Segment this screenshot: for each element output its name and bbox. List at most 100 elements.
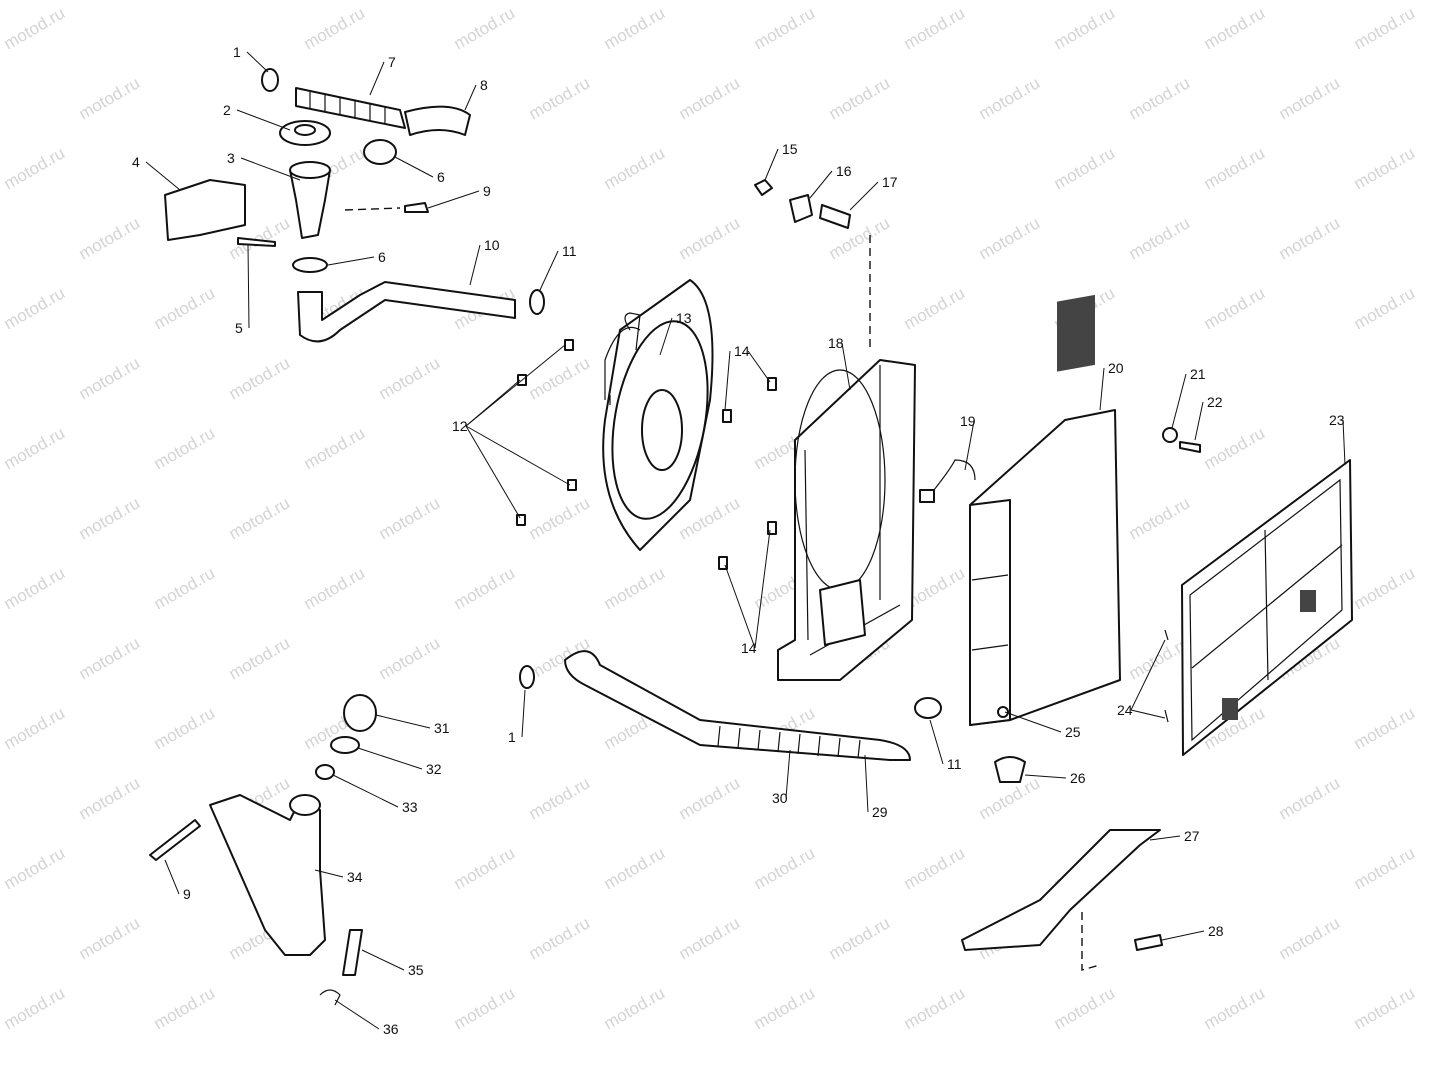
hose-clamp-6b bbox=[292, 257, 328, 273]
leader-line bbox=[334, 999, 380, 1030]
callout-number: 6 bbox=[378, 249, 386, 265]
callout-number: 32 bbox=[426, 761, 442, 777]
screw-9 bbox=[404, 202, 429, 213]
hose-clamp-6 bbox=[363, 139, 397, 165]
leader-line bbox=[164, 859, 180, 895]
radiator-20 bbox=[969, 294, 1121, 726]
leader-line bbox=[464, 84, 477, 111]
leader-line bbox=[809, 170, 833, 199]
leader-lines bbox=[145, 51, 1346, 1030]
sensor-connector bbox=[919, 489, 935, 503]
callout-number: 9 bbox=[483, 183, 491, 199]
seal-32 bbox=[330, 736, 360, 754]
screw-5 bbox=[237, 237, 276, 247]
dashed-line bbox=[344, 207, 401, 211]
callout-number: 29 bbox=[872, 804, 888, 820]
callout-number: 35 bbox=[408, 962, 424, 978]
clips-14 bbox=[718, 377, 777, 570]
leader-line bbox=[465, 425, 571, 486]
leader-line bbox=[375, 714, 431, 729]
callout-number: 3 bbox=[227, 150, 235, 166]
leader-line bbox=[1342, 419, 1346, 466]
fan-shroud-18 bbox=[777, 359, 916, 681]
leader-line bbox=[521, 689, 526, 738]
leader-line bbox=[465, 425, 521, 519]
filler-neck-3 bbox=[289, 169, 331, 239]
callout-number: 9 bbox=[183, 886, 191, 902]
leader-line bbox=[357, 747, 423, 770]
leader-line bbox=[469, 244, 481, 286]
callout-number: 14 bbox=[734, 343, 750, 359]
callout-number: 18 bbox=[828, 335, 844, 351]
callout-number: 22 bbox=[1207, 394, 1223, 410]
leader-line bbox=[849, 181, 879, 211]
callout-number: 15 bbox=[782, 141, 798, 157]
leader-line bbox=[1099, 367, 1105, 411]
callout-number: 33 bbox=[402, 799, 418, 815]
leader-line bbox=[240, 157, 301, 181]
callout-number: 4 bbox=[132, 154, 140, 170]
leader-line bbox=[841, 342, 851, 391]
mount-bracket-27 bbox=[961, 829, 1161, 951]
leader-line bbox=[764, 148, 779, 181]
nut-15 bbox=[754, 179, 773, 196]
leader-line bbox=[361, 949, 405, 971]
leader-line bbox=[747, 350, 771, 383]
leader-line bbox=[539, 250, 559, 291]
fasteners-12 bbox=[516, 339, 577, 526]
leader-line bbox=[1194, 401, 1204, 441]
leader-line bbox=[964, 420, 975, 471]
callout-number: 28 bbox=[1208, 923, 1224, 939]
nut-21 bbox=[1162, 427, 1178, 443]
leader-line bbox=[394, 156, 434, 178]
filler-neck-top bbox=[289, 161, 331, 179]
callout-number: 11 bbox=[562, 243, 577, 259]
leader-line bbox=[1171, 373, 1187, 429]
clip-36 bbox=[319, 989, 341, 1006]
callout-number: 2 bbox=[223, 102, 231, 118]
hose-clamp-11b bbox=[914, 697, 942, 719]
callout-number: 25 bbox=[1065, 724, 1081, 740]
callout-number: 1 bbox=[508, 729, 516, 745]
leader-line bbox=[929, 719, 944, 765]
hose-clamp-1 bbox=[261, 68, 279, 92]
bracket-4 bbox=[164, 179, 246, 241]
screw-28 bbox=[1134, 934, 1163, 951]
dashed-line bbox=[1081, 912, 1101, 971]
leader-line bbox=[332, 774, 399, 808]
sensor-wire-19 bbox=[929, 459, 976, 496]
callout-number: 20 bbox=[1108, 360, 1124, 376]
coolant-hose-10 bbox=[297, 281, 516, 343]
hose-clamp-11 bbox=[529, 289, 545, 315]
leader-line bbox=[1130, 709, 1166, 719]
callout-number: 5 bbox=[235, 320, 243, 336]
leader-line bbox=[314, 869, 344, 878]
callout-number: 17 bbox=[882, 174, 898, 190]
leader-line bbox=[236, 109, 291, 131]
leader-line bbox=[659, 317, 673, 356]
leader-line bbox=[864, 754, 869, 813]
callout-number: 14 bbox=[741, 640, 757, 656]
hose-ribs-30 bbox=[717, 725, 861, 759]
callout-number: 8 bbox=[480, 77, 488, 93]
cap-center bbox=[294, 124, 316, 136]
leader-line bbox=[465, 379, 521, 427]
callout-number: 6 bbox=[437, 169, 445, 185]
leader-line bbox=[247, 244, 250, 329]
parts bbox=[149, 68, 1353, 1006]
leader-line bbox=[246, 51, 269, 73]
elbow-hose-8 bbox=[404, 105, 471, 136]
grommet-16 bbox=[789, 194, 813, 223]
screw-22 bbox=[1179, 441, 1201, 453]
callout-number: 26 bbox=[1070, 770, 1086, 786]
overflow-tube-35 bbox=[342, 929, 363, 976]
leader-line bbox=[1161, 930, 1205, 941]
radiator-screen-23 bbox=[1181, 459, 1353, 756]
callout-number: 24 bbox=[1117, 702, 1133, 718]
reservoir-neck bbox=[289, 794, 321, 816]
clips-24 bbox=[1164, 629, 1169, 723]
callout-number: 12 bbox=[452, 418, 468, 434]
leader-line bbox=[724, 350, 731, 411]
